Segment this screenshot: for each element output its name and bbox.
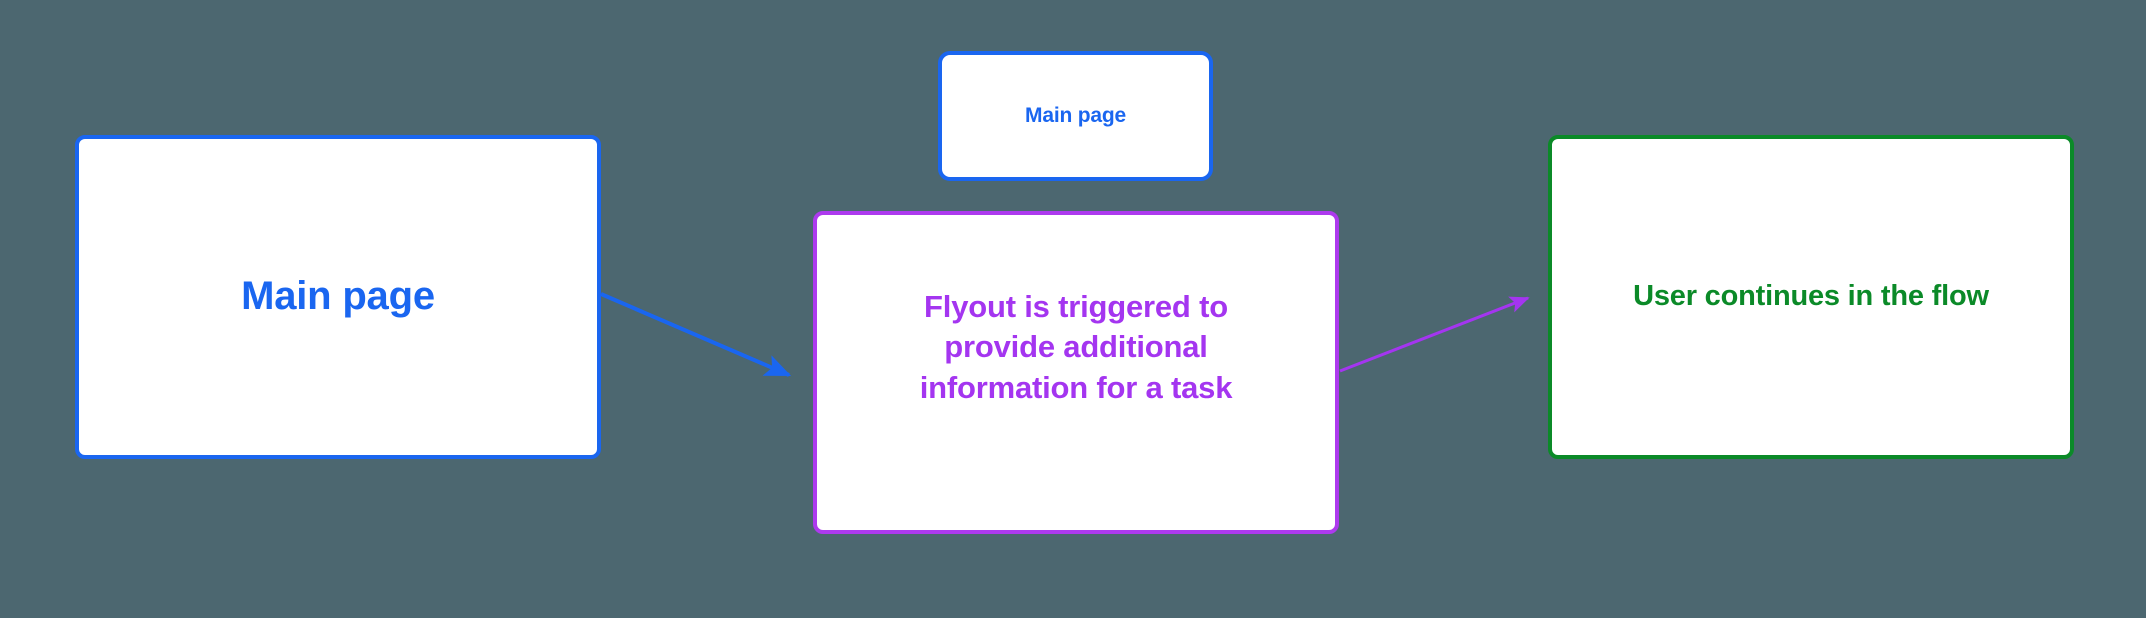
node-label-flyout: Flyout is triggered to provide additiona… bbox=[919, 289, 1233, 405]
node-user-continues[interactable]: User continues in the flow bbox=[1548, 135, 2074, 459]
edge-flyout-to-user-continues bbox=[1339, 296, 1530, 373]
edge-main-to-flyout bbox=[600, 292, 792, 377]
node-label-user-continues: User continues in the flow bbox=[1633, 280, 1989, 313]
node-main-page-large[interactable]: Main page bbox=[75, 135, 601, 459]
node-label-main-page-small: Main page bbox=[1025, 103, 1126, 127]
node-main-page-small[interactable]: Main page bbox=[938, 51, 1213, 181]
node-label-main-page-large: Main page bbox=[241, 274, 435, 319]
node-flyout[interactable]: Flyout is triggered to provide additiona… bbox=[813, 211, 1339, 534]
